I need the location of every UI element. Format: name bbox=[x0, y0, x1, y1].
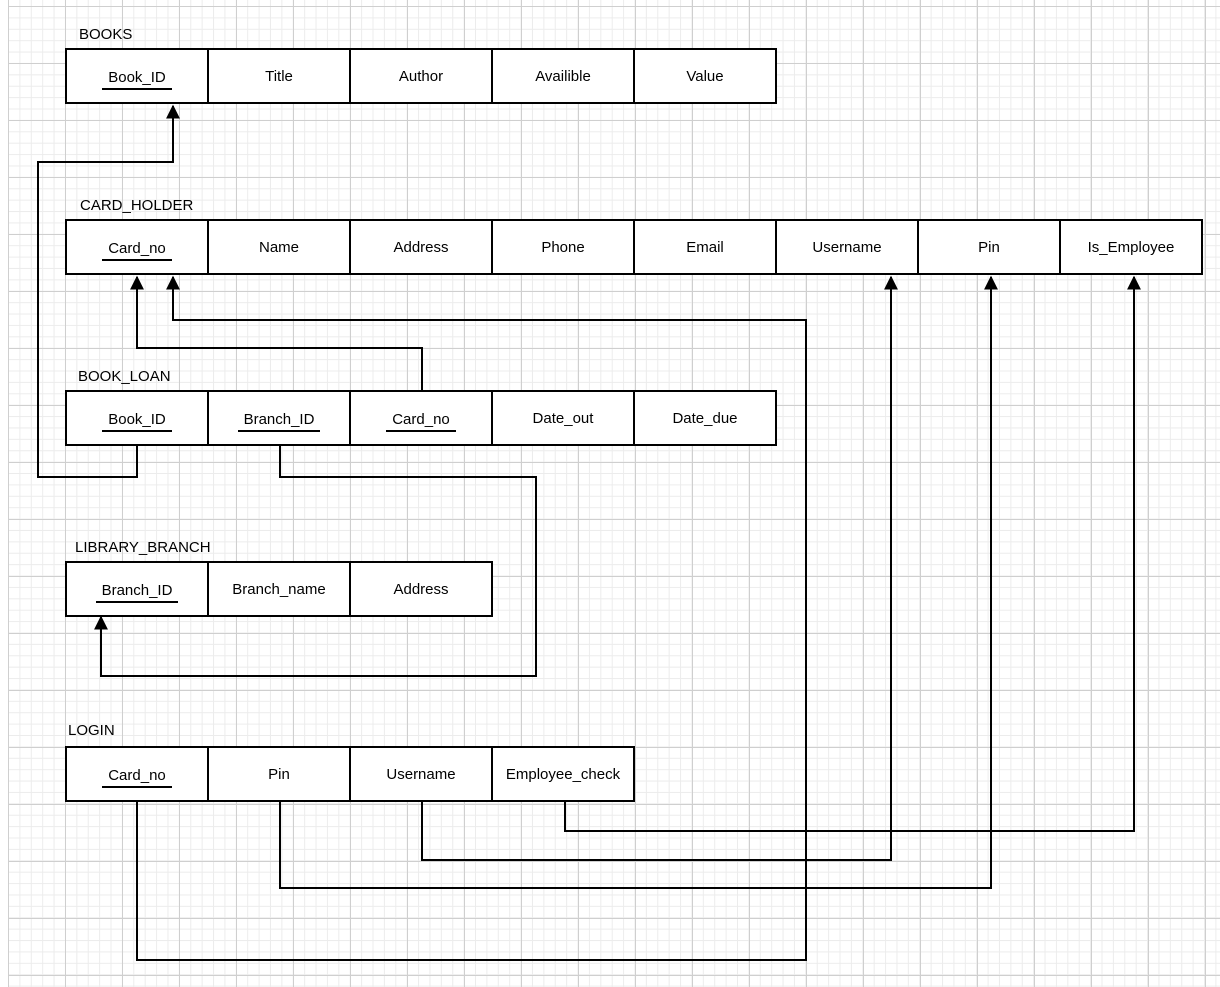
field-login-card-no[interactable]: Card_no bbox=[67, 748, 209, 800]
field-label: Username bbox=[386, 765, 456, 783]
field-card-holder-username[interactable]: Username bbox=[777, 221, 919, 273]
field-library-branch-address[interactable]: Address bbox=[351, 563, 493, 615]
field-label: Phone bbox=[541, 238, 585, 256]
entity-card-holder[interactable]: Card_no Name Address Phone Email Usernam… bbox=[65, 219, 1203, 275]
field-books-availible[interactable]: Availible bbox=[493, 50, 635, 102]
field-label: Date_due bbox=[672, 409, 738, 427]
entity-books[interactable]: Book_ID Title Author Availible Value bbox=[65, 48, 777, 104]
entity-title-login: LOGIN bbox=[68, 722, 115, 739]
connector-login-card-no-to-card-holder-card-no bbox=[136, 275, 807, 961]
field-label: Book_ID bbox=[102, 411, 172, 432]
connector-book-loan-card-no-to-card-holder-card-no bbox=[130, 275, 423, 390]
entity-book-loan[interactable]: Book_ID Branch_ID Card_no Date_out Date_… bbox=[65, 390, 777, 446]
field-label: Availible bbox=[535, 67, 591, 85]
field-label: Address bbox=[393, 580, 449, 598]
field-library-branch-branch-name[interactable]: Branch_name bbox=[209, 563, 351, 615]
field-books-book-id[interactable]: Book_ID bbox=[67, 50, 209, 102]
field-label: Employee_check bbox=[505, 765, 621, 783]
field-label: Title bbox=[265, 67, 293, 85]
field-label: Branch_ID bbox=[95, 582, 179, 603]
field-label: Branch_name bbox=[232, 580, 326, 598]
field-label: Pin bbox=[978, 238, 1000, 256]
field-library-branch-branch-id[interactable]: Branch_ID bbox=[67, 563, 209, 615]
field-book-loan-card-no[interactable]: Card_no bbox=[351, 392, 493, 444]
field-label: Card_no bbox=[102, 240, 172, 261]
entity-title-library-branch: LIBRARY_BRANCH bbox=[75, 539, 211, 556]
field-book-loan-branch-id[interactable]: Branch_ID bbox=[209, 392, 351, 444]
field-card-holder-name[interactable]: Name bbox=[209, 221, 351, 273]
field-label: Pin bbox=[268, 765, 290, 783]
field-card-holder-email[interactable]: Email bbox=[635, 221, 777, 273]
field-card-holder-is-employee[interactable]: Is_Employee bbox=[1061, 221, 1203, 273]
field-books-title[interactable]: Title bbox=[209, 50, 351, 102]
field-label: Date_out bbox=[532, 409, 594, 427]
field-login-pin[interactable]: Pin bbox=[209, 748, 351, 800]
field-login-username[interactable]: Username bbox=[351, 748, 493, 800]
field-label: Name bbox=[258, 238, 299, 256]
field-books-author[interactable]: Author bbox=[351, 50, 493, 102]
entity-title-books: BOOKS bbox=[79, 26, 133, 43]
field-label: Author bbox=[398, 67, 444, 85]
connector-login-employee-check-to-card-holder-is-employee bbox=[564, 275, 1141, 832]
entity-library-branch[interactable]: Branch_ID Branch_name Address bbox=[65, 561, 493, 617]
field-label: Email bbox=[686, 238, 724, 256]
field-book-loan-date-out[interactable]: Date_out bbox=[493, 392, 635, 444]
field-card-holder-phone[interactable]: Phone bbox=[493, 221, 635, 273]
entity-title-card-holder: CARD_HOLDER bbox=[80, 197, 194, 214]
field-label: Book_ID bbox=[102, 69, 172, 90]
entity-title-book-loan: BOOK_LOAN bbox=[78, 368, 171, 385]
canvas-edge bbox=[0, 0, 8, 987]
field-card-holder-card-no[interactable]: Card_no bbox=[67, 221, 209, 273]
field-book-loan-date-due[interactable]: Date_due bbox=[635, 392, 777, 444]
field-book-loan-book-id[interactable]: Book_ID bbox=[67, 392, 209, 444]
field-login-employee-check[interactable]: Employee_check bbox=[493, 748, 635, 800]
field-card-holder-pin[interactable]: Pin bbox=[919, 221, 1061, 273]
field-label: Is_Employee bbox=[1087, 238, 1175, 256]
field-label: Address bbox=[393, 238, 449, 256]
field-books-value[interactable]: Value bbox=[635, 50, 777, 102]
field-card-holder-address[interactable]: Address bbox=[351, 221, 493, 273]
field-label: Branch_ID bbox=[237, 411, 321, 432]
field-label: Card_no bbox=[102, 767, 172, 788]
entity-login[interactable]: Card_no Pin Username Employee_check bbox=[65, 746, 635, 802]
field-label: Username bbox=[812, 238, 882, 256]
field-label: Card_no bbox=[386, 411, 456, 432]
field-label: Value bbox=[686, 67, 724, 85]
